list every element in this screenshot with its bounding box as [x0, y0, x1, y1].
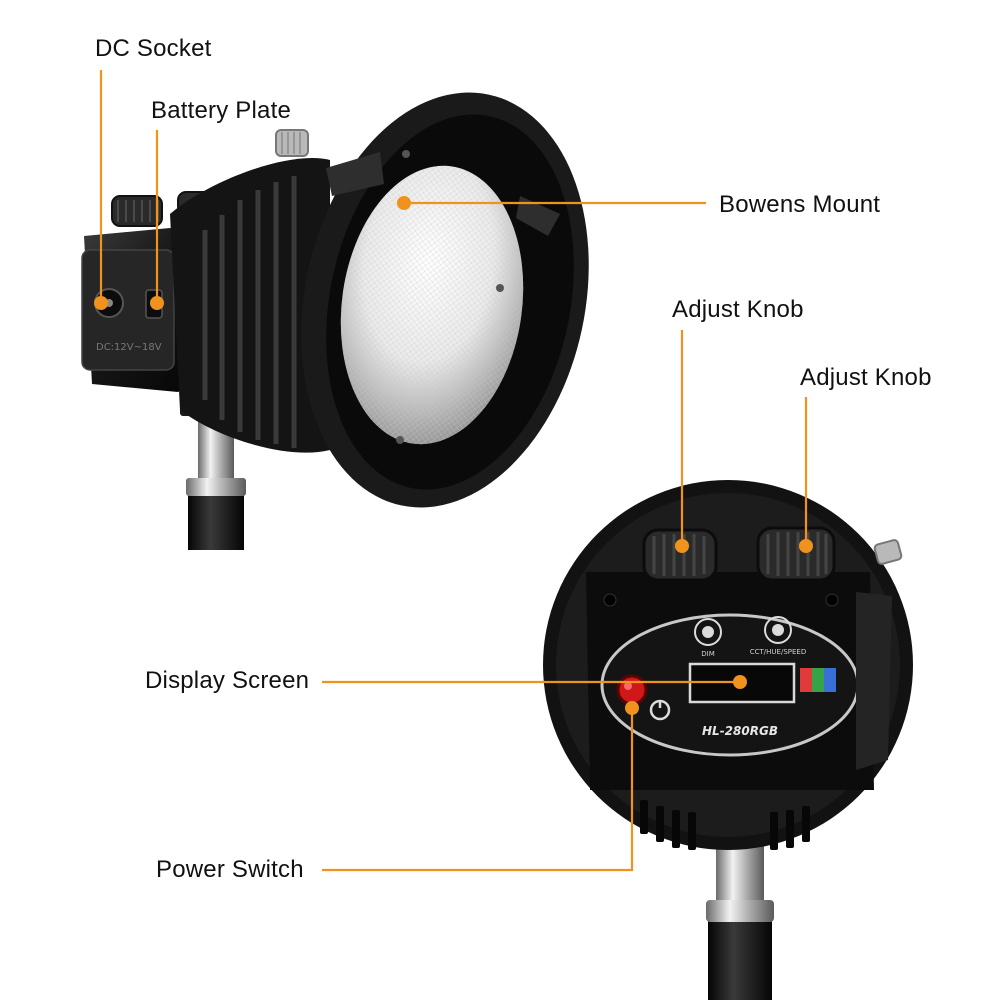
- side-lock-screw-icon: [873, 539, 903, 565]
- battery-plate-panel: [81, 249, 175, 371]
- stand-collar: [186, 478, 246, 496]
- top-knob-1-icon: [111, 195, 163, 227]
- dim-label: DIM: [701, 650, 715, 658]
- dot-dc-socket: [94, 296, 108, 310]
- label-battery-plate: Battery Plate: [151, 97, 292, 124]
- mount-tab: [326, 152, 384, 196]
- dot-power-switch: [625, 701, 639, 715]
- cct-label: CCT/HUE/SPEED: [750, 648, 806, 656]
- light-rear-view: DIM CCT/HUE/SPEED HL-280RGB: [543, 480, 913, 1000]
- callout-dots: [94, 196, 813, 715]
- power-button: [616, 674, 648, 706]
- dot-adjust-knob-1: [675, 539, 689, 553]
- label-power-switch: Power Switch: [156, 856, 304, 883]
- label-adjust-knob-2: Adjust Knob: [800, 364, 932, 391]
- input-rating-text: DC:12V~18V: [96, 342, 162, 353]
- dot-display-screen: [733, 675, 747, 689]
- model-name: HL-280RGB: [702, 724, 778, 738]
- finned-body: [170, 158, 330, 453]
- dim-dial-icon: [694, 618, 722, 646]
- lock-screw-icon: [275, 129, 309, 157]
- light-side-view: DC:12V~18V: [81, 92, 589, 550]
- label-dc-socket: DC Socket: [95, 35, 212, 62]
- callout-power-switch: [322, 708, 634, 872]
- dot-battery-plate: [150, 296, 164, 310]
- label-adjust-knob-1: Adjust Knob: [672, 296, 804, 323]
- stand-pole-black: [188, 488, 244, 550]
- dot-adjust-knob-2: [799, 539, 813, 553]
- dot-bowens-mount: [397, 196, 411, 210]
- cct-dial-icon: [764, 616, 792, 644]
- adjust-knob-right-icon: [756, 526, 836, 582]
- label-display-screen: Display Screen: [145, 667, 310, 694]
- stand-pole-black-2: [708, 912, 772, 1000]
- callouts: [99, 70, 808, 872]
- label-bowens-mount: Bowens Mount: [719, 191, 881, 218]
- adjust-knob-left-icon: [642, 528, 718, 582]
